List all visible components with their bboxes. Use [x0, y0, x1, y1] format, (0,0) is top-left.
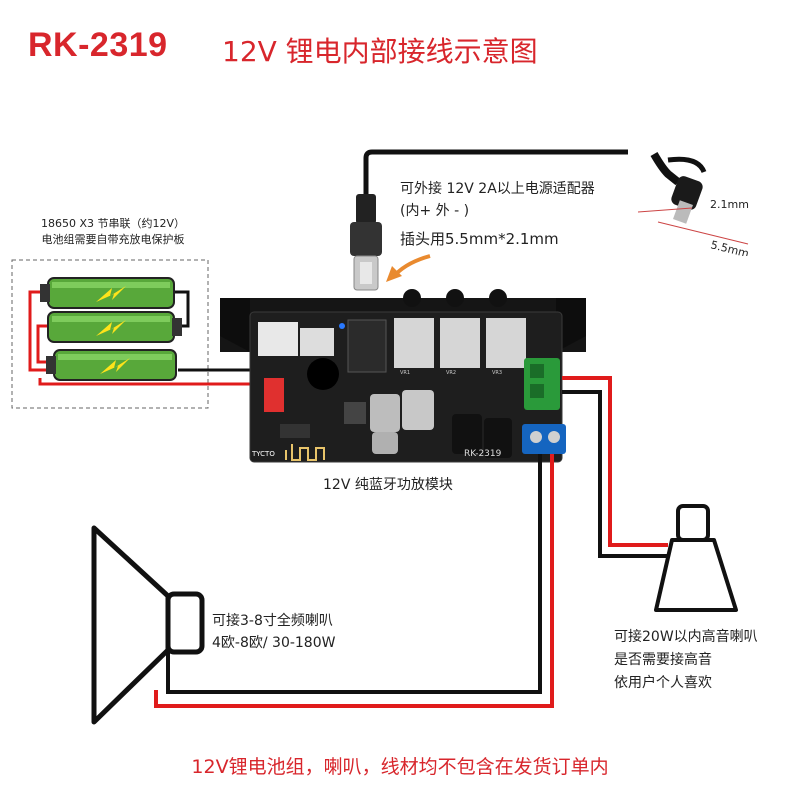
battery-cell: [47, 311, 182, 343]
pcb-model: RK-2319: [464, 449, 502, 459]
plug-photo: 2.1mm 5.5mm: [628, 152, 778, 260]
full-range-speaker: [91, 525, 205, 725]
dc-plug: [350, 194, 382, 291]
dim-inner-label: 2.1mm: [710, 198, 749, 211]
speaker-black-wire: [166, 454, 542, 694]
pcb-brand: TYCTO: [251, 450, 275, 458]
speaker-note: 可接3-8寸全频喇叭 4欧-8欧/ 30-180W: [212, 610, 335, 654]
knob-label-vr3: VR3: [492, 370, 502, 376]
tweeter-speaker: [654, 504, 738, 612]
lightning-bolt-icon: [96, 286, 126, 302]
plug-spec-note: 插头用5.5mm*2.1mm: [400, 230, 559, 248]
adapter-note: 可外接 12V 2A以上电源适配器 (内+ 外 - ): [400, 178, 595, 222]
model-number: RK-2319: [28, 26, 168, 64]
battery-line-1: 18650 X3 节串联（约12V）: [40, 217, 186, 230]
bluetooth-icon: [339, 323, 345, 329]
speaker-red-wire: [154, 454, 554, 708]
battery-cell: [46, 349, 177, 381]
battery-note: 18650 X3 节串联（约12V） 电池组需要自带充放电保护板: [38, 216, 188, 248]
speaker-line-1: 可接3-8寸全频喇叭: [212, 613, 333, 629]
tweeter-red-wire: [562, 376, 668, 547]
tweeter-black-wire: [562, 390, 668, 558]
diagram-title: 12V 锂电内部接线示意图: [222, 35, 538, 68]
lightning-bolt-icon: [96, 320, 126, 336]
tweeter-line-2: 是否需要接高音: [614, 652, 712, 668]
battery-cell: [40, 277, 175, 309]
dc-cable: [363, 149, 628, 196]
tweeter-line-1: 可接20W以内高音喇叭: [614, 629, 758, 645]
tweeter-terminal: [524, 358, 560, 410]
speaker-line-2: 4欧-8欧/ 30-180W: [212, 635, 336, 651]
knob-label-vr1: VR1: [400, 370, 410, 376]
dim-outer-label: 5.5mm: [709, 238, 750, 256]
plug-arrow: [394, 254, 431, 276]
knob-label-vr2: VR2: [446, 370, 456, 376]
speaker-terminal: [522, 424, 566, 454]
battery-line-2: 电池组需要自带充放电保护板: [41, 233, 185, 246]
footer-disclaimer: 12V锂电池组，喇叭，线材均不包含在发货订单内: [191, 756, 609, 778]
lightning-bolt-icon: [100, 358, 130, 374]
module-label: 12V 纯蓝牙功放模块: [323, 477, 453, 493]
amplifier-module: TYCTO RK-2319 VR1 VR2 VR3: [220, 289, 586, 463]
battery-frame: [11, 259, 209, 409]
adapter-line-1: 可外接 12V 2A以上电源适配器: [400, 181, 595, 197]
adapter-line-2: (内+ 外 - ): [400, 203, 470, 219]
tweeter-line-3: 依用户个人喜欢: [614, 675, 712, 691]
battery-red-lead: [38, 378, 262, 386]
tweeter-note: 可接20W以内高音喇叭 是否需要接高音 依用户个人喜欢: [614, 626, 758, 695]
